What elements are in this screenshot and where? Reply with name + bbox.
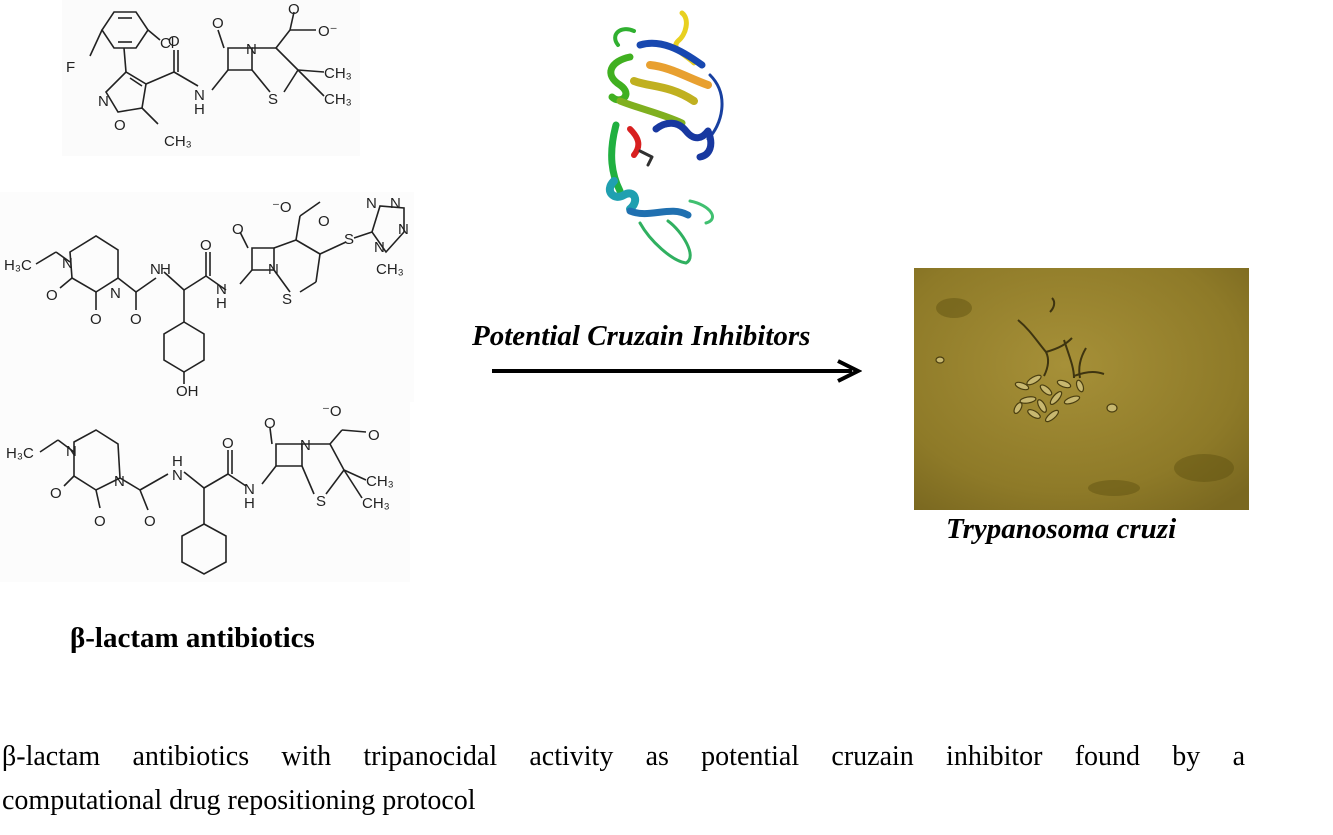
tetrazole-methyl: CH₃ bbox=[376, 261, 404, 278]
amide-hydrogen: H bbox=[244, 495, 255, 512]
tetrazole-nitrogen-d: N bbox=[374, 239, 385, 256]
methyl-group-a: CH₃ bbox=[366, 473, 394, 490]
amide-hydrogen: H bbox=[194, 101, 205, 118]
ethyl-group: H₃C bbox=[6, 445, 34, 462]
methyl-group-a: CH₃ bbox=[324, 65, 352, 82]
tetrazole-nitrogen-b: N bbox=[390, 195, 401, 212]
dioxo-oxygen-b: O bbox=[94, 513, 106, 530]
isoxazole-oxygen: O bbox=[114, 117, 126, 134]
dioxo-oxygen-b: O bbox=[90, 311, 102, 328]
lactam-nitrogen: N bbox=[300, 437, 311, 454]
piperazine-nitrogen-a: N bbox=[66, 443, 77, 460]
phenol-hydroxyl: OH bbox=[176, 383, 199, 400]
fluorine-atom: F bbox=[66, 59, 75, 76]
carboxylate-oxygen: ⁻O bbox=[322, 403, 342, 420]
lactam-nitrogen: N bbox=[246, 41, 257, 58]
molecule-3-structure: H₃C N N O O O N H O N H O N S ⁻O O CH₃ C… bbox=[0, 400, 410, 582]
molecule-1-structure: Cl F N O CH₃ O N H O N S O O⁻ CH₃ CH₃ bbox=[62, 0, 360, 156]
urea-hydrogen: H bbox=[172, 453, 183, 470]
micrograph-label: Trypanosoma cruzi bbox=[946, 513, 1177, 545]
carboxylate-oxygen: O⁻ bbox=[318, 23, 338, 40]
carboxylate-oxygen: ⁻O bbox=[272, 199, 292, 216]
amide-oxygen: O bbox=[168, 33, 180, 50]
tetrazole-nitrogen-c: N bbox=[398, 221, 409, 238]
carboxyl-oxygen: O bbox=[288, 1, 300, 18]
right-arrow bbox=[490, 358, 863, 384]
lactam-oxygen: O bbox=[264, 415, 276, 432]
urea-oxygen: O bbox=[130, 311, 142, 328]
dioxo-oxygen-a: O bbox=[46, 287, 58, 304]
caption-line-2: computational drug repositioning protoco… bbox=[2, 785, 476, 816]
thiazolidine-sulfur: S bbox=[268, 91, 278, 108]
chlorine-atom: Cl bbox=[160, 35, 174, 52]
trypanosoma-micrograph bbox=[914, 268, 1249, 510]
thiazolidine-sulfur: S bbox=[316, 493, 326, 510]
piperazine-nitrogen-b: N bbox=[110, 285, 121, 302]
urea-oxygen: O bbox=[144, 513, 156, 530]
tetrazole-nitrogen-a: N bbox=[366, 195, 377, 212]
amide-oxygen: O bbox=[200, 237, 212, 254]
thioether-sulfur: S bbox=[344, 231, 354, 248]
amide-oxygen: O bbox=[222, 435, 234, 452]
cruzain-protein-ribbon bbox=[590, 5, 740, 267]
amide-nitrogen: N bbox=[216, 281, 227, 298]
piperazine-nitrogen-a: N bbox=[62, 255, 73, 272]
methyl-group-b: CH₃ bbox=[324, 91, 352, 108]
methyl-group-b: CH₃ bbox=[362, 495, 390, 512]
amide-hydrogen: H bbox=[216, 295, 227, 312]
urea-nitrogen: N bbox=[172, 467, 183, 484]
carboxyl-oxygen: O bbox=[318, 213, 330, 230]
structures-label: β-lactam antibiotics bbox=[70, 622, 315, 654]
caption-line-1: β-lactam antibiotics with tripanocidal a… bbox=[2, 741, 1245, 772]
amide-nitrogen: N bbox=[244, 481, 255, 498]
figure-caption: β-lactam antibiotics with tripanocidal a… bbox=[2, 735, 1245, 823]
lactam-nitrogen: N bbox=[268, 261, 279, 278]
urea-hydrogen: H bbox=[160, 261, 171, 278]
carboxyl-oxygen: O bbox=[368, 427, 380, 444]
lactam-oxygen: O bbox=[232, 221, 244, 238]
molecule-2-structure: H₃C N N O O O N H O N H O N S ⁻O O S N N… bbox=[0, 192, 414, 402]
amide-nitrogen: N bbox=[194, 87, 205, 104]
isoxazole-nitrogen: N bbox=[98, 93, 109, 110]
arrow-label: Potential Cruzain Inhibitors bbox=[472, 320, 811, 352]
lactam-oxygen: O bbox=[212, 15, 224, 32]
dioxo-oxygen-a: O bbox=[50, 485, 62, 502]
methyl-group: CH₃ bbox=[164, 133, 192, 150]
urea-nitrogen: N bbox=[150, 261, 161, 278]
dihydrothiazine-sulfur: S bbox=[282, 291, 292, 308]
ethyl-group: H₃C bbox=[4, 257, 32, 274]
piperazine-nitrogen-b: N bbox=[114, 473, 125, 490]
